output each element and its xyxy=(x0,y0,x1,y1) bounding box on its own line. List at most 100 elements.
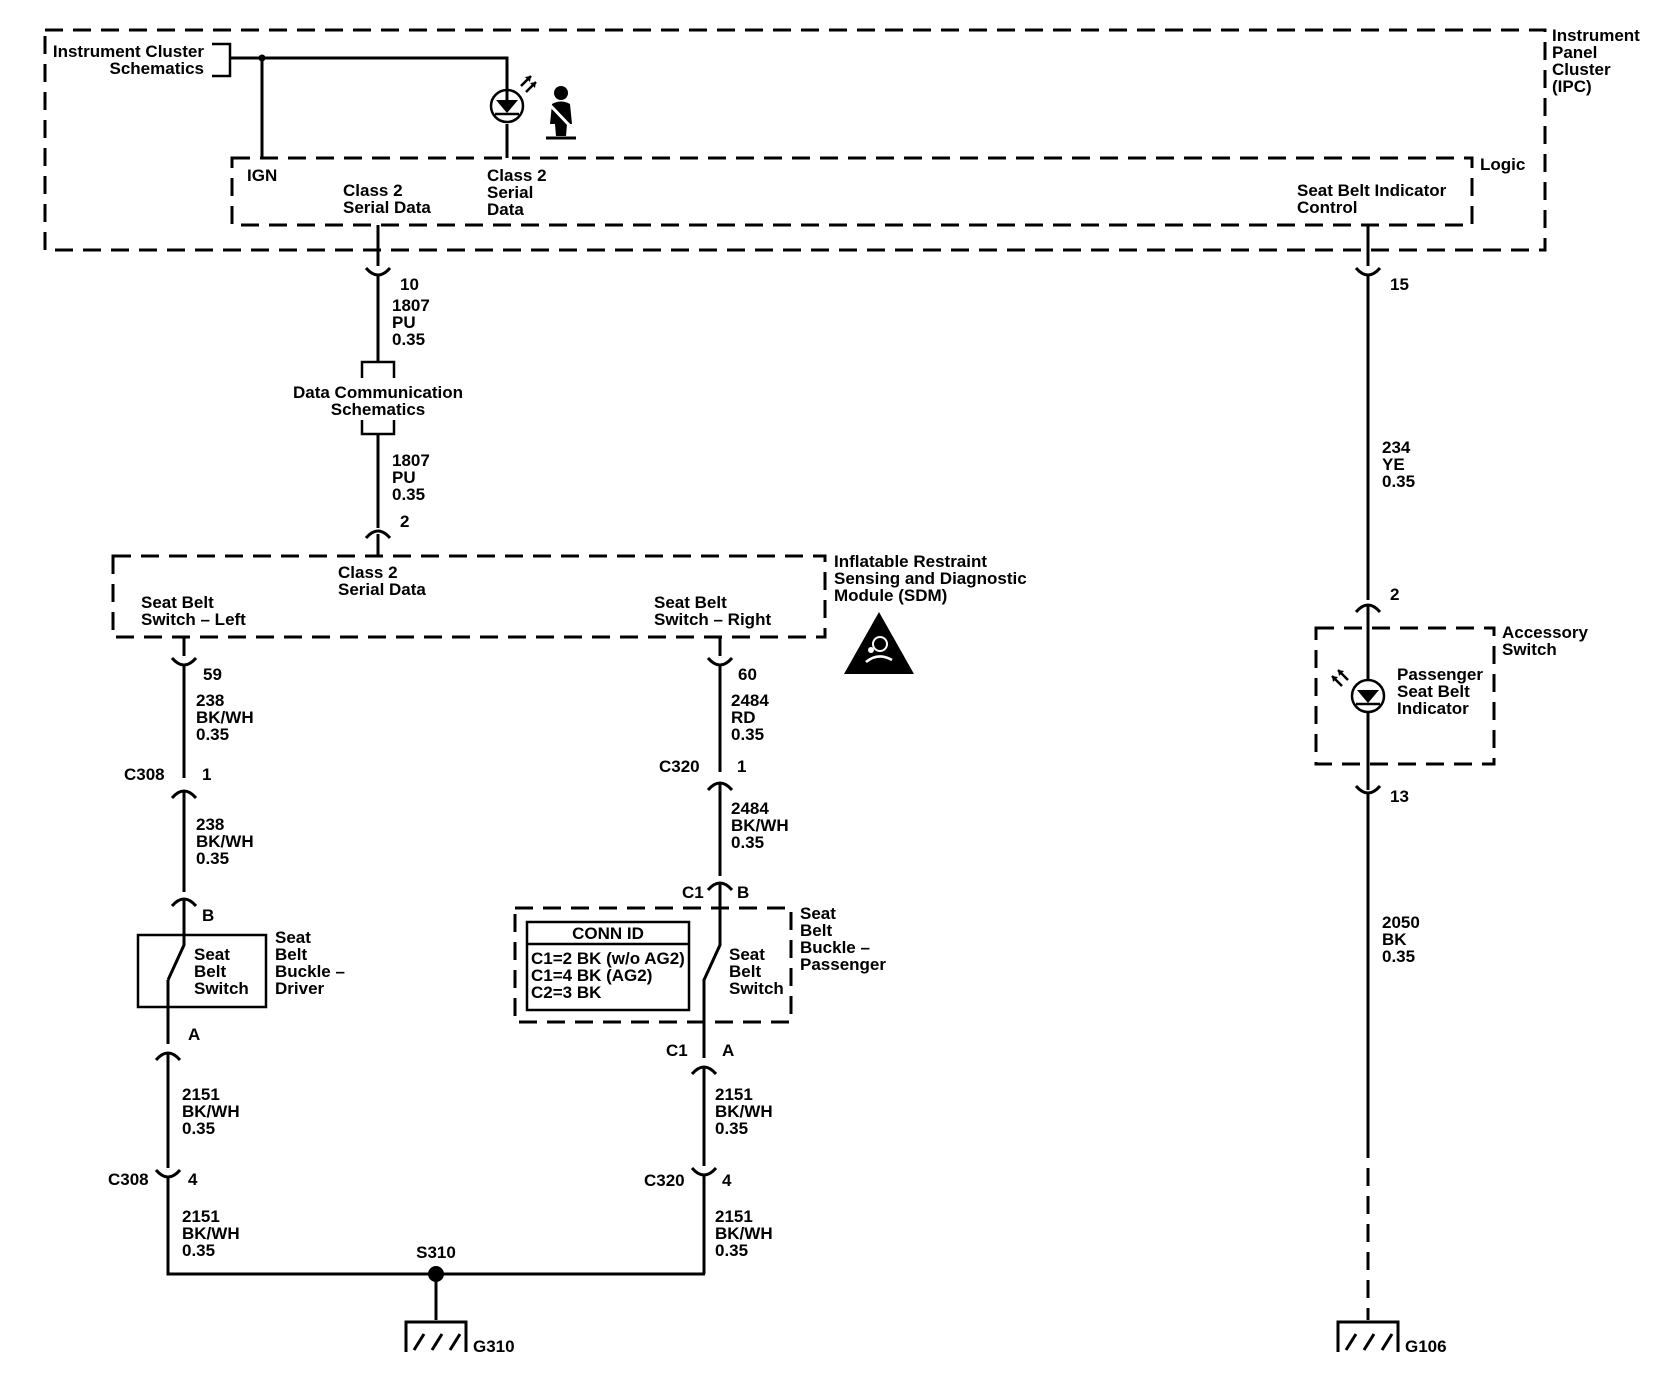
svg-text:Serial Data: Serial Data xyxy=(338,580,426,599)
svg-text:0.35: 0.35 xyxy=(731,833,764,852)
svg-text:Switch – Left: Switch – Left xyxy=(141,610,246,629)
svg-text:2151: 2151 xyxy=(715,1085,753,1104)
svg-text:0.35: 0.35 xyxy=(182,1119,215,1138)
passenger-indicator-label: Passenger Seat Belt Indicator xyxy=(1397,665,1483,718)
sdm-switch-left: Seat Belt Switch – Left xyxy=(141,593,246,629)
ipc-name-label: Instrument Panel Cluster (IPC) xyxy=(1552,26,1640,96)
pin-B-driver: B xyxy=(202,906,214,925)
svg-text:Class 2: Class 2 xyxy=(487,166,547,185)
wire-2151-a: 2151 BK/WH 0.35 xyxy=(182,1085,240,1138)
wire-2151-c: 2151 BK/WH 0.35 xyxy=(182,1207,240,1260)
svg-text:Belt: Belt xyxy=(729,962,761,981)
svg-text:Data Communication: Data Communication xyxy=(293,383,463,402)
wire-2484-a: 2484 RD 0.35 xyxy=(731,691,769,744)
conn-id-line1: C1=2 BK (w/o AG2) xyxy=(531,949,685,968)
splice-label: S310 xyxy=(416,1243,456,1262)
svg-text:Indicator: Indicator xyxy=(1397,699,1469,718)
driver-buckle-name: Seat Belt Buckle – Driver xyxy=(275,928,345,998)
svg-text:0.35: 0.35 xyxy=(715,1119,748,1138)
svg-text:2484: 2484 xyxy=(731,799,769,818)
svg-text:BK: BK xyxy=(1382,930,1407,949)
svg-text:1807: 1807 xyxy=(392,296,430,315)
sdm-class2: Class 2 Serial Data xyxy=(338,563,426,599)
svg-text:Instrument: Instrument xyxy=(1552,26,1640,45)
pin-2-sdm: 2 xyxy=(400,512,409,531)
pin-1-right: 1 xyxy=(737,757,746,776)
svg-text:Belt: Belt xyxy=(275,945,307,964)
svg-text:1807: 1807 xyxy=(392,451,430,470)
svg-text:Seat: Seat xyxy=(729,945,765,964)
ipc-sbi-control: Seat Belt Indicator Control xyxy=(1297,181,1447,217)
svg-text:Schematics: Schematics xyxy=(331,400,426,419)
svg-text:Seat Belt: Seat Belt xyxy=(1397,682,1470,701)
conn-id-line3: C2=3 BK xyxy=(531,983,602,1002)
ground-left-label: G310 xyxy=(473,1337,515,1356)
data-comm-ref: Data Communication Schematics xyxy=(293,383,463,419)
ipc-ref-line2: Schematics xyxy=(110,59,205,78)
svg-text:Data: Data xyxy=(487,200,524,219)
svg-text:Driver: Driver xyxy=(275,979,325,998)
ipc-box xyxy=(43,28,1547,252)
svg-text:Switch – Right: Switch – Right xyxy=(654,610,771,629)
svg-text:Seat: Seat xyxy=(194,945,230,964)
accessory-name-label: Accessory Switch xyxy=(1502,623,1589,659)
svg-text:Cluster: Cluster xyxy=(1552,60,1611,79)
ipc-logic-label: Logic xyxy=(1480,155,1525,174)
accessory-switch-box xyxy=(1314,626,1496,766)
pin-4-right: 4 xyxy=(722,1171,732,1190)
svg-text:2050: 2050 xyxy=(1382,913,1420,932)
passenger-switch-label: Seat Belt Switch xyxy=(729,945,784,998)
pin-13: 13 xyxy=(1390,787,1409,806)
svg-text:Passenger: Passenger xyxy=(800,955,886,974)
svg-text:Seat Belt: Seat Belt xyxy=(141,593,214,612)
wire-238-a: 238 BK/WH 0.35 xyxy=(196,691,254,744)
svg-text:Panel: Panel xyxy=(1552,43,1597,62)
c320-top-label: C320 xyxy=(659,757,700,776)
airbag-warning-icon xyxy=(844,612,914,674)
svg-text:Class 2: Class 2 xyxy=(343,181,403,200)
ground-g310-icon xyxy=(404,1320,468,1352)
svg-text:Switch: Switch xyxy=(729,979,784,998)
svg-text:Serial Data: Serial Data xyxy=(343,198,431,217)
svg-text:Passenger: Passenger xyxy=(1397,665,1483,684)
ipc-logic-box xyxy=(230,156,1474,227)
wire-2050: 2050 BK 0.35 xyxy=(1382,913,1420,966)
svg-text:Seat Belt Indicator: Seat Belt Indicator xyxy=(1297,181,1447,200)
sdm-box xyxy=(111,554,827,639)
passenger-buckle-name: Seat Belt Buckle – Passenger xyxy=(800,904,886,974)
ground-right-label: G106 xyxy=(1405,1337,1447,1356)
driver-switch-label: Seat Belt Switch xyxy=(194,945,249,998)
wire-2151-d: 2151 BK/WH 0.35 xyxy=(715,1207,773,1260)
svg-text:BK/WH: BK/WH xyxy=(715,1102,773,1121)
pin-15: 15 xyxy=(1390,275,1409,294)
pin-10: 10 xyxy=(400,275,419,294)
pin-B-passenger: B xyxy=(737,883,749,902)
ipc-class2-b: Class 2 Serial Data xyxy=(487,166,547,219)
svg-text:(IPC): (IPC) xyxy=(1552,77,1592,96)
sdm-switch-right: Seat Belt Switch – Right xyxy=(654,593,771,629)
svg-text:Accessory: Accessory xyxy=(1502,623,1589,642)
pin-1-left: 1 xyxy=(202,765,211,784)
svg-text:Switch: Switch xyxy=(194,979,249,998)
c1-top-label: C1 xyxy=(682,883,704,902)
svg-text:238: 238 xyxy=(196,691,224,710)
svg-text:BK/WH: BK/WH xyxy=(731,816,789,835)
ipc-ref-line1: Instrument Cluster xyxy=(53,42,205,61)
c1-bottom-label: C1 xyxy=(666,1041,688,1060)
svg-text:2151: 2151 xyxy=(715,1207,753,1226)
conn-id-line2: C1=4 BK (AG2) xyxy=(531,966,652,985)
svg-text:0.35: 0.35 xyxy=(196,849,229,868)
seatbelt-person-icon xyxy=(546,86,576,140)
svg-text:Seat: Seat xyxy=(275,928,311,947)
svg-text:0.35: 0.35 xyxy=(182,1241,215,1260)
svg-text:Buckle –: Buckle – xyxy=(275,962,345,981)
svg-text:0.35: 0.35 xyxy=(731,725,764,744)
wire-1807-b: 1807 PU 0.35 xyxy=(392,451,430,504)
svg-text:BK/WH: BK/WH xyxy=(196,708,254,727)
ipc-class2-a: Class 2 Serial Data xyxy=(343,181,431,217)
c308-bottom-label: C308 xyxy=(108,1170,149,1189)
svg-text:0.35: 0.35 xyxy=(1382,947,1415,966)
pin-A-passenger: A xyxy=(722,1041,734,1060)
svg-text:Buckle –: Buckle – xyxy=(800,938,870,957)
